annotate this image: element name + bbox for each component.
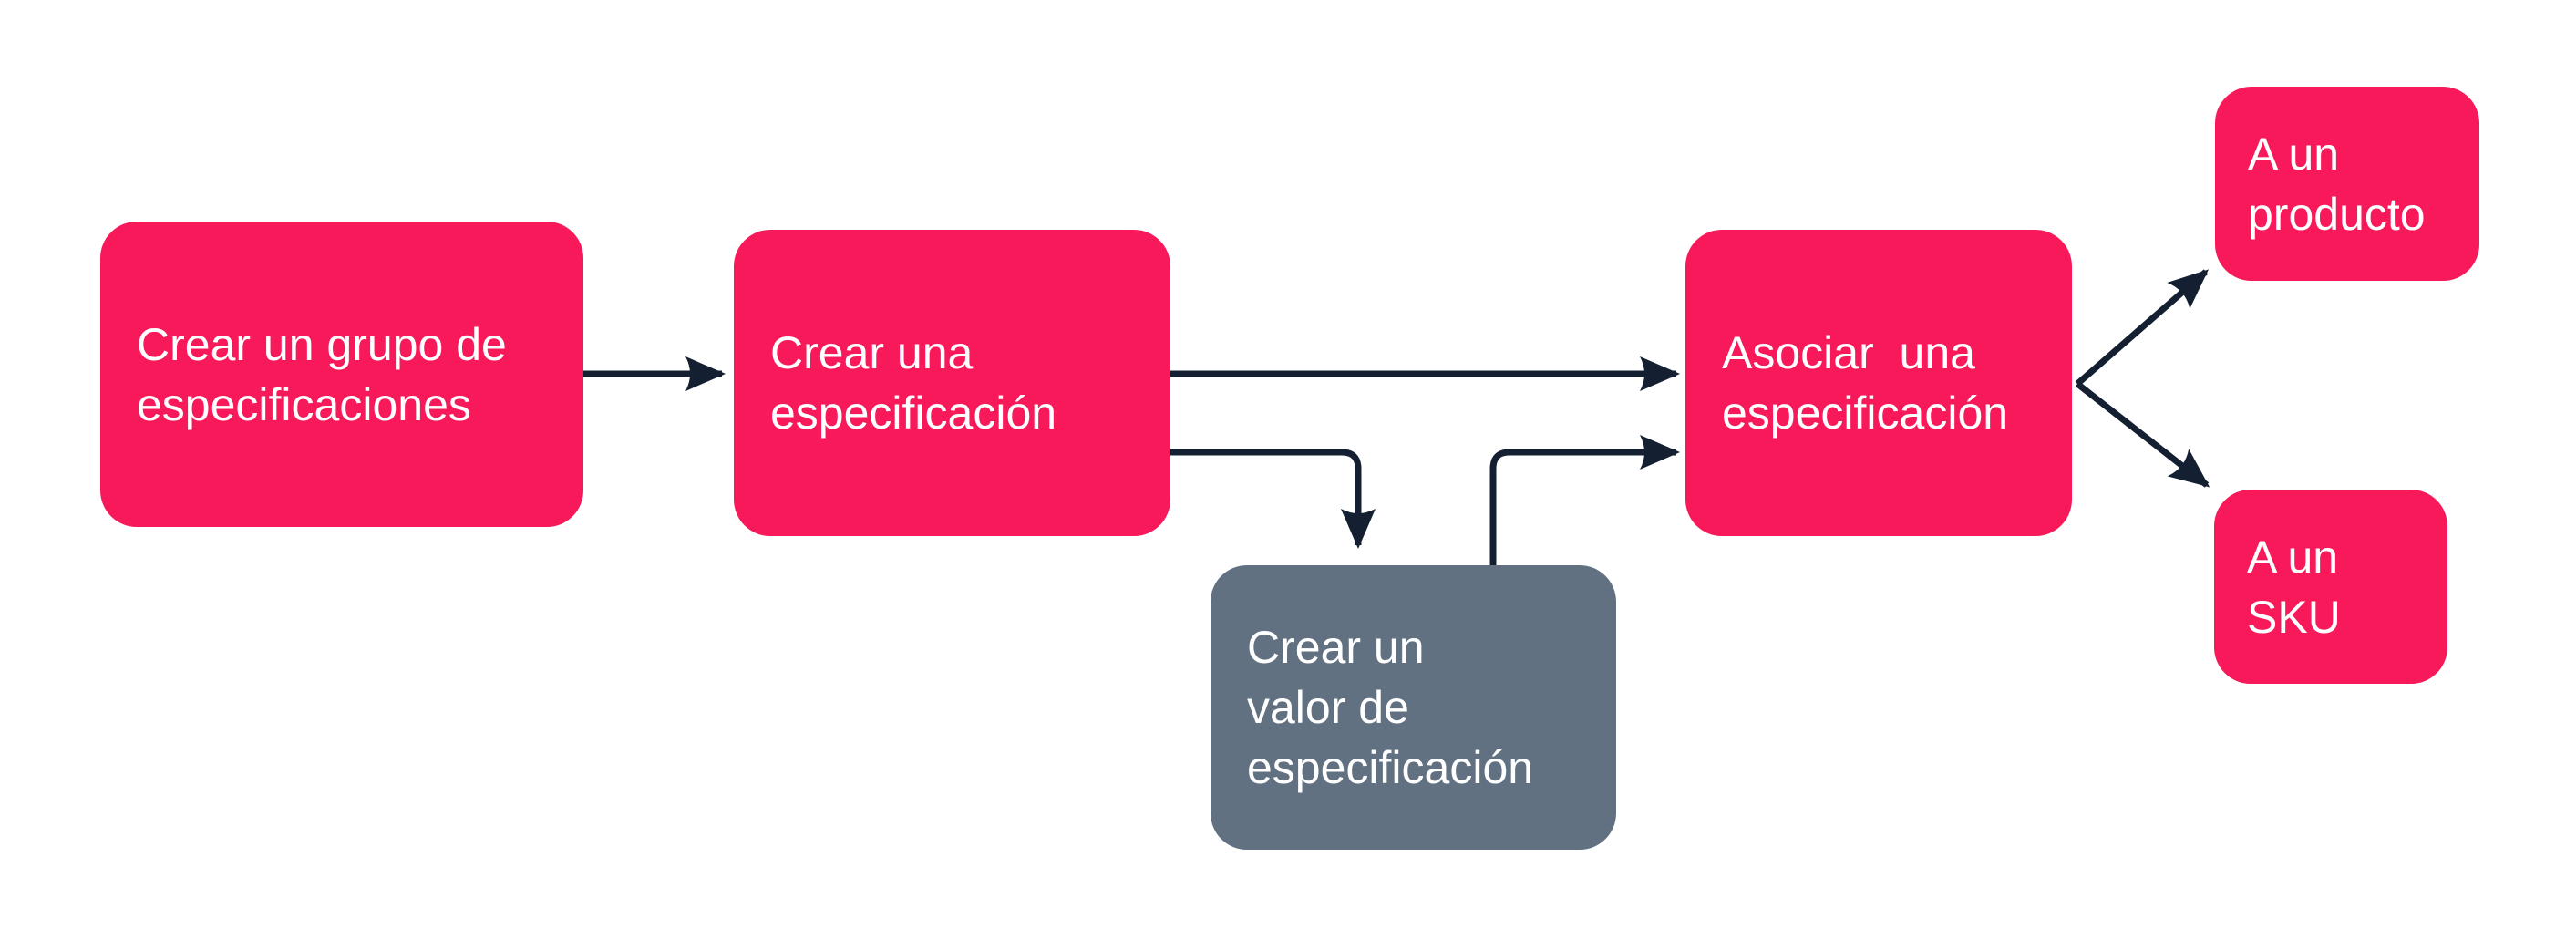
- node-create-spec-value-label: Crear un valor de especificación: [1247, 622, 1534, 793]
- edge-create-spec-value-to-associate-spec: [1489, 435, 1680, 565]
- node-product-label: A un producto: [2248, 128, 2426, 240]
- node-associate-spec-label: Asociar una especificación: [1722, 327, 2009, 439]
- node-product: A un producto: [2215, 87, 2479, 281]
- edge-associate-spec-to-product: [2075, 269, 2210, 387]
- node-create-spec: Crear una especificación: [734, 230, 1170, 536]
- node-create-spec-group-label: Crear un grupo de especificaciones: [137, 318, 507, 430]
- node-sku: A un SKU: [2214, 490, 2447, 684]
- node-create-spec-group: Crear un grupo de especificaciones: [100, 222, 583, 527]
- edge-associate-spec-to-sku: [2075, 381, 2210, 488]
- node-associate-spec: Asociar una especificación: [1685, 230, 2072, 536]
- node-create-spec-value: Crear un valor de especificación: [1211, 565, 1616, 850]
- node-sku-label: A un SKU: [2247, 531, 2341, 643]
- node-create-spec-label: Crear una especificación: [770, 327, 1057, 439]
- edge-create-spec-to-create-spec-value: [1170, 449, 1376, 549]
